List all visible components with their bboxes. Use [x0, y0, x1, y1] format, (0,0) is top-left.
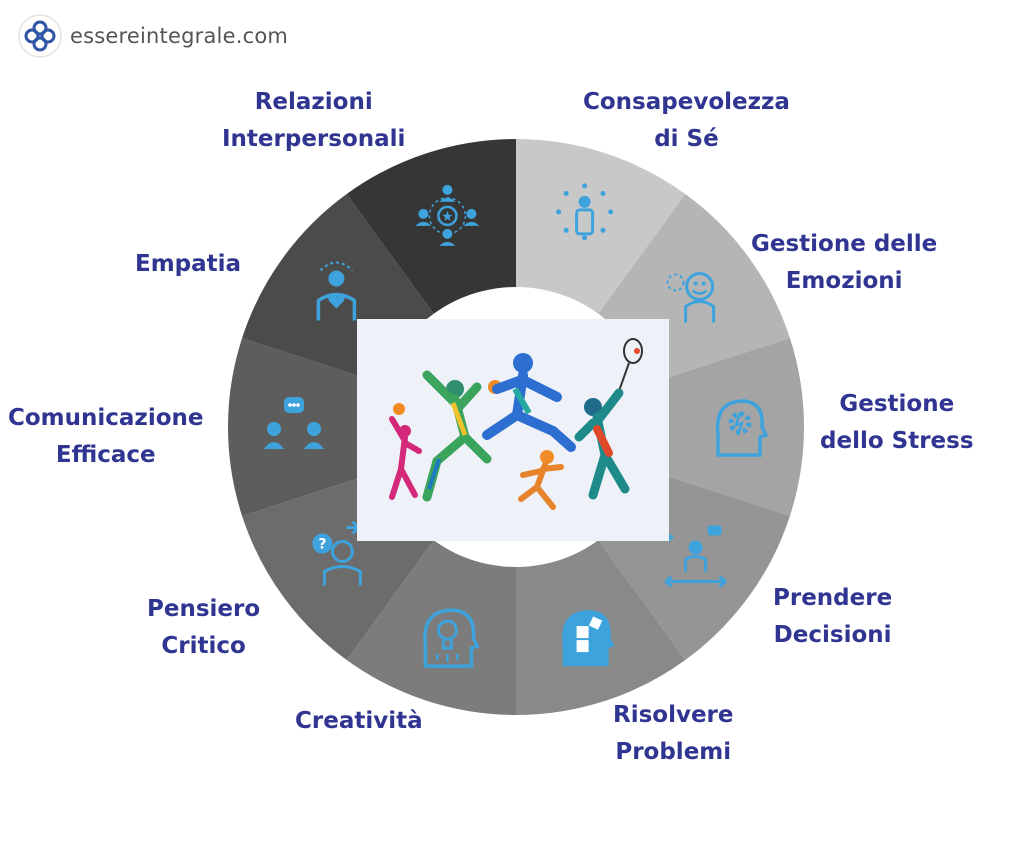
communication-icon [264, 397, 324, 449]
runner-figure [518, 450, 564, 510]
brand-name: essereintegrale.com [70, 24, 289, 48]
label-creativita: Creatività [295, 708, 423, 734]
emotion-management-icon [666, 272, 716, 323]
brand[interactable]: essereintegrale.com [18, 14, 288, 58]
athletes-photo [357, 319, 669, 541]
jumper-figure [422, 370, 492, 502]
athletes-illustration [357, 319, 669, 541]
relationships-icon [415, 184, 480, 246]
logo-icon [18, 14, 62, 58]
tennis-figure [574, 338, 643, 500]
self-awareness-icon [556, 183, 614, 241]
svg-text:?: ? [318, 537, 326, 553]
stress-management-icon [715, 399, 769, 457]
creativity-icon [423, 608, 480, 668]
critical-thinking-icon: ? [312, 520, 362, 586]
problem-solving-icon [562, 610, 615, 667]
gymnast-figure [389, 403, 422, 500]
empathy-icon [316, 261, 357, 321]
label-empatia: Empatia [135, 251, 242, 277]
decision-making-icon [664, 525, 727, 588]
basketball-figure [482, 353, 576, 452]
